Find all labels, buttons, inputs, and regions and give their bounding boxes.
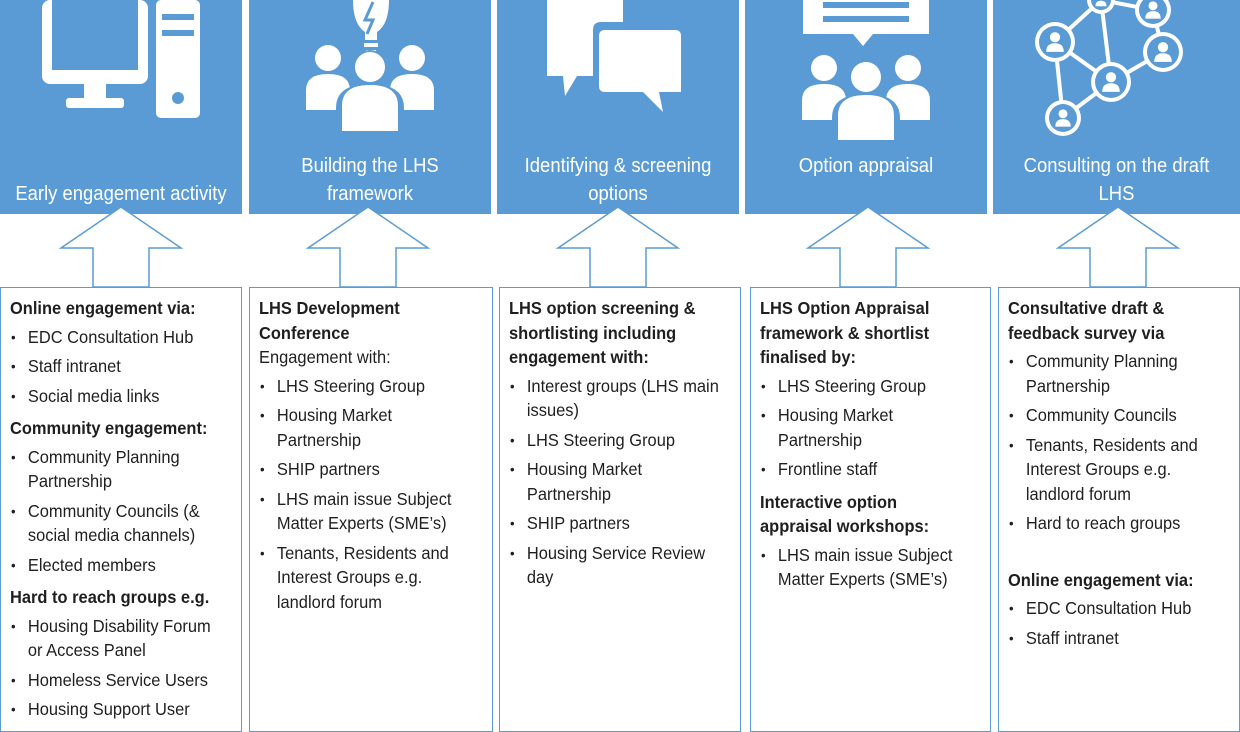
box-content: Online engagement via: EDC Consultation H… (10, 296, 237, 728)
list-item: Staff intranet (10, 354, 223, 379)
block-heading: LHS Development Conference (259, 296, 474, 345)
box-content: LHS Option Appraisal framework & shortli… (760, 296, 986, 598)
stage-content-box: Consultative draft & feedback survey via… (998, 287, 1240, 732)
list-item: Community Councils (& social media chann… (10, 499, 223, 548)
list-item: Interest groups (LHS main issues) (509, 374, 722, 423)
list-item: Tenants, Residents and Interest Groups e… (259, 541, 474, 615)
bullet-list: EDC Consultation HubStaff intranet (1008, 596, 1221, 650)
list-item: Staff intranet (1008, 626, 1221, 651)
list-item: LHS Steering Group (760, 374, 972, 399)
list-item: Community Planning Partnership (10, 445, 223, 494)
list-item: Housing Market Partnership (259, 403, 474, 452)
list-item: Housing Service Review day (509, 541, 722, 590)
stage-content-box: LHS Option Appraisal framework & shortli… (750, 287, 991, 732)
list-item: Community Planning Partnership (1008, 349, 1221, 398)
list-item: Housing Market Partnership (760, 403, 972, 452)
list-item: Housing Support User (10, 697, 223, 722)
box-content: LHS option screening & shortlisting incl… (509, 296, 736, 596)
up-arrow (808, 207, 928, 287)
block-heading: Community engagement: (10, 416, 223, 441)
list-item: EDC Consultation Hub (1008, 596, 1221, 621)
up-arrow (558, 207, 678, 287)
block-heading: Online engagement via: (10, 296, 223, 321)
up-arrow (61, 207, 181, 287)
bullet-list: LHS Steering GroupHousing Market Partner… (259, 374, 474, 615)
block-heading: Hard to reach groups e.g. (10, 585, 223, 610)
list-item: Hard to reach groups (1008, 511, 1221, 536)
box-content: Consultative draft & feedback survey via… (1008, 296, 1235, 656)
list-item: Housing Market Partnership (509, 457, 722, 506)
list-item: LHS Steering Group (259, 374, 474, 399)
up-arrow (308, 207, 428, 287)
block-subheading: Engagement with: (259, 345, 474, 370)
list-item: LHS Steering Group (509, 428, 722, 453)
list-item: Frontline staff (760, 457, 972, 482)
list-item: SHIP partners (259, 457, 474, 482)
block-heading: Consultative draft & feedback survey via (1008, 296, 1221, 345)
list-item: LHS main issue Subject Matter Experts (S… (760, 543, 972, 592)
bullet-list: LHS Steering GroupHousing Market Partner… (760, 374, 972, 482)
list-item: SHIP partners (509, 511, 722, 536)
list-item: Housing Disability Forum or Access Panel (10, 614, 223, 663)
block-heading: LHS Option Appraisal framework & shortli… (760, 296, 972, 370)
block-heading: Online engagement via: (1008, 568, 1221, 593)
list-item: EDC Consultation Hub (10, 325, 223, 350)
bullet-list: LHS main issue Subject Matter Experts (S… (760, 543, 972, 592)
block-heading: LHS option screening & shortlisting incl… (509, 296, 722, 370)
bullet-list: Community Planning PartnershipCommunity … (1008, 349, 1221, 536)
bullet-list: Interest groups (LHS main issues) LHS Ste… (509, 374, 722, 590)
list-item: Homeless Service Users (10, 668, 223, 693)
bullet-list: Housing Disability Forum or Access Panel… (10, 614, 223, 722)
list-item: Community Councils (1008, 403, 1221, 428)
list-item: Social media links (10, 384, 223, 409)
list-item: LHS main issue Subject Matter Experts (S… (259, 487, 474, 536)
list-item: Tenants, Residents and Interest Groups e… (1008, 433, 1221, 507)
stage-content-box: Online engagement via: EDC Consultation H… (0, 287, 242, 732)
list-item: Elected members (10, 553, 223, 578)
up-arrow (1058, 207, 1178, 287)
stage-content-box: LHS option screening & shortlisting incl… (499, 287, 741, 732)
bullet-list: EDC Consultation HubStaff intranetSocial… (10, 325, 223, 409)
block-heading: Interactive option appraisal workshops: (760, 490, 972, 539)
bullet-list: Community Planning PartnershipCommunity … (10, 445, 223, 578)
